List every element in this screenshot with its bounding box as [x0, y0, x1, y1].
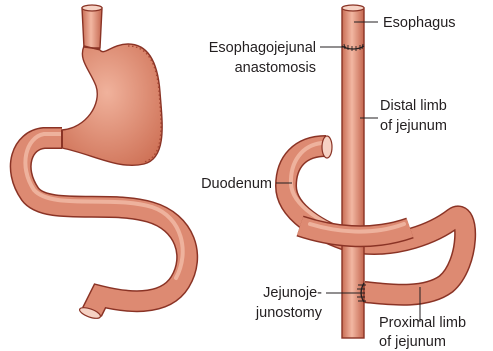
normal-anatomy [21, 5, 187, 321]
label-distal-limb-line1: Distal limb [380, 98, 447, 114]
roux-limb-top-cut [342, 5, 364, 11]
label-distal-limb-line2: of jejunum [380, 118, 447, 134]
left-esophagus [82, 8, 102, 48]
duodenal-stump [322, 136, 332, 158]
left-esophagus-cut [82, 5, 102, 11]
label-jejunostomy-line2: junostomy [255, 305, 323, 321]
stomach [62, 44, 162, 165]
label-proximal-limb-line2: of jejunum [379, 334, 446, 350]
roux-limb [342, 8, 364, 338]
label-duodenum: Duodenum [201, 176, 272, 192]
label-anastomosis-line2: anastomosis [235, 60, 316, 76]
label-esophagus: Esophagus [383, 15, 456, 31]
label-anastomosis-line1: Esophagojejunal [209, 40, 316, 56]
label-proximal-limb-line1: Proximal limb [379, 315, 466, 331]
label-jejunostomy-line1: Jejunoje- [263, 285, 322, 301]
